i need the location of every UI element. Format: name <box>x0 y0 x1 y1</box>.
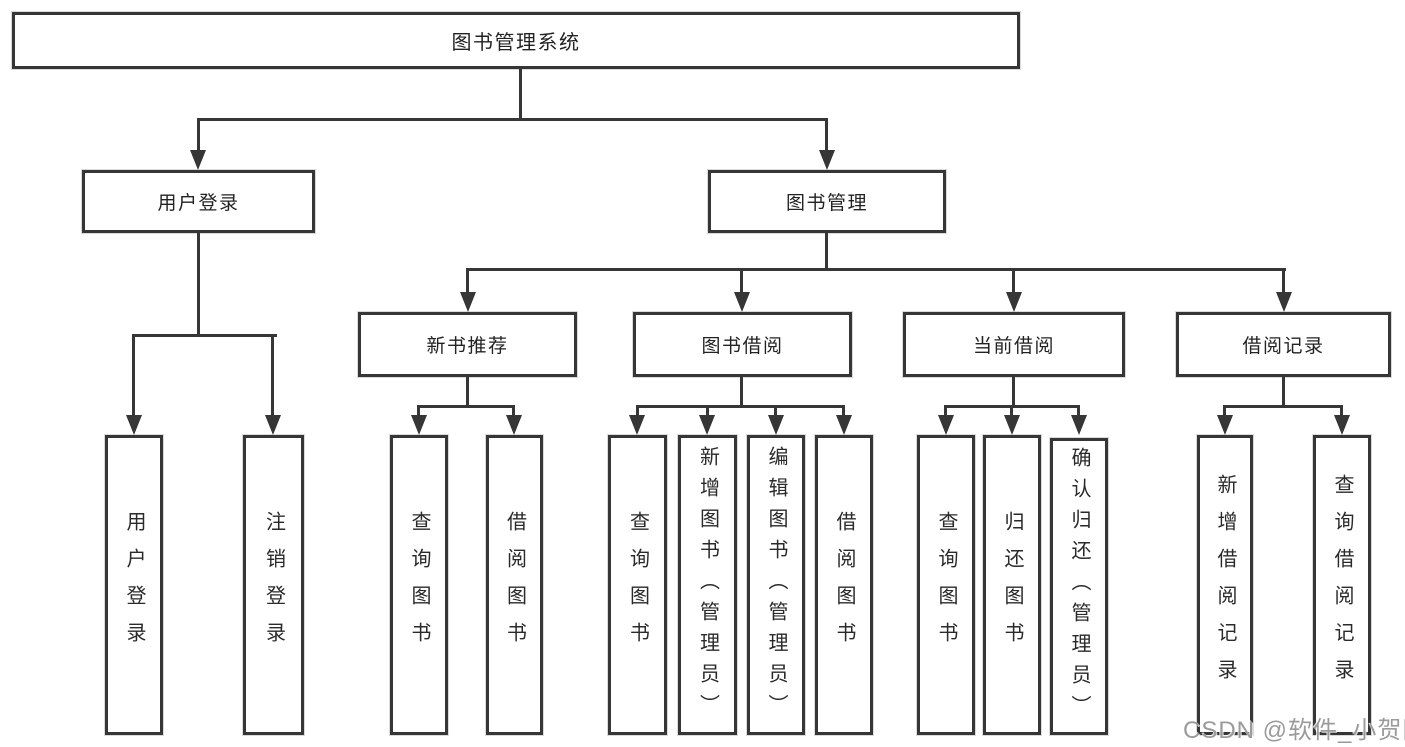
node-label: 当前借阅 <box>972 336 1055 357</box>
arrowhead-leaf <box>836 415 852 435</box>
connector-book-mgmt-hbar <box>466 268 1286 271</box>
arrowhead-book-mgmt <box>819 150 835 170</box>
arrowhead-book-borrow <box>734 292 750 312</box>
leaf-label: 新增图书（管理员） <box>696 445 719 725</box>
leaf-query-books-current: 查询图书 <box>917 435 975 735</box>
leaf-add-books-admin: 新增图书（管理员） <box>678 435 737 735</box>
node-borrowing-records: 借阅记录 <box>1176 312 1391 377</box>
arrowhead-leaf <box>1004 415 1020 435</box>
arrowhead-logout-leaf <box>265 415 281 435</box>
arrowhead-current-borrow <box>1006 292 1022 312</box>
leaf-label: 新增借阅记录 <box>1214 474 1236 696</box>
leaf-label: 查询图书 <box>626 511 649 659</box>
node-new-book-recommend: 新书推荐 <box>358 312 577 377</box>
leaf-label: 确认归还（管理员） <box>1068 447 1090 726</box>
leaf-label: 注销登录 <box>262 511 285 659</box>
arrowhead-borrow-records <box>1276 292 1292 312</box>
connector-leaf-stem <box>842 405 845 418</box>
leaf-logout: 注销登录 <box>243 435 304 735</box>
connector-leaf-stem <box>706 405 709 418</box>
leaf-user-login: 用户登录 <box>105 435 163 735</box>
arrowhead-leaf <box>1334 415 1350 435</box>
arrowhead-leaf <box>1217 415 1233 435</box>
leaf-add-borrow-record: 新增借阅记录 <box>1197 435 1253 735</box>
connector-new-book-rec-stem <box>466 377 469 407</box>
connector-book-mgmt-stem <box>825 233 828 271</box>
connector-leaf-stem <box>417 405 420 418</box>
node-label: 借阅记录 <box>1242 336 1325 357</box>
connector-to-logout-leaf <box>271 334 274 417</box>
node-book-management: 图书管理 <box>708 170 946 233</box>
connector-leaf-stem <box>944 405 947 418</box>
leaf-confirm-return-admin: 确认归还（管理员） <box>1050 438 1108 735</box>
arrowhead-leaf <box>506 415 522 435</box>
connector-user-login-stem <box>197 233 200 336</box>
node-label: 图书管理系统 <box>451 32 581 54</box>
arrowhead-leaf <box>1071 415 1087 435</box>
leaf-label: 查询图书 <box>935 511 957 659</box>
connector-leaf-stem <box>774 405 777 418</box>
connector-borrow-records-hbar <box>1223 405 1343 408</box>
arrowhead-leaf <box>938 415 954 435</box>
arrowhead-leaf <box>768 415 784 435</box>
leaf-label: 借阅图书 <box>833 511 855 659</box>
leaf-label: 归还图书 <box>1001 511 1023 659</box>
arrowhead-leaf <box>629 415 645 435</box>
connector-book-borrow-hbar <box>636 405 845 408</box>
connector-leaf-stem <box>1223 405 1226 418</box>
leaf-label: 查询借阅记录 <box>1331 474 1353 696</box>
connector-leaf-stem <box>636 405 639 418</box>
connector-leaf-stem <box>1340 405 1343 418</box>
leaf-return-books: 归还图书 <box>983 435 1041 735</box>
arrowhead-login-leaf <box>126 415 142 435</box>
connector-new-book-rec-hbar <box>417 405 515 408</box>
leaf-query-borrow-record: 查询借阅记录 <box>1313 435 1371 735</box>
node-label: 图书管理 <box>785 193 868 214</box>
leaf-borrow-books: 借阅图书 <box>815 435 873 735</box>
leaf-edit-books-admin: 编辑图书（管理员） <box>747 435 805 735</box>
connector-to-new-book-rec <box>466 268 469 296</box>
node-label: 新书推荐 <box>426 336 509 357</box>
connector-leaf-stem <box>1077 405 1080 418</box>
connector-to-login-leaf <box>132 334 135 417</box>
leaf-label: 编辑图书（管理员） <box>765 445 787 725</box>
csdn-watermark: CSDN @软件_小贺同学 <box>1183 717 1405 744</box>
arrowhead-new-book-rec <box>460 292 476 312</box>
connector-to-current-borrow <box>1012 268 1015 296</box>
leaf-label: 用户登录 <box>123 511 145 659</box>
node-user-login: 用户登录 <box>82 170 315 233</box>
leaf-label: 借阅图书 <box>503 511 526 659</box>
connector-root-stem <box>519 69 522 120</box>
connector-borrow-records-stem <box>1282 377 1285 407</box>
connector-current-borrow-stem <box>1012 377 1015 407</box>
arrowhead-user-login <box>190 150 206 170</box>
node-label: 图书借阅 <box>701 336 784 357</box>
connector-to-book-borrow <box>740 268 743 296</box>
connector-root-hbar <box>197 118 828 121</box>
node-root-library-management-system: 图书管理系统 <box>12 12 1020 69</box>
connector-to-book-mgmt <box>825 118 828 154</box>
connector-user-login-hbar <box>133 334 277 337</box>
connector-leaf-stem <box>512 405 515 418</box>
connector-leaf-stem <box>1010 405 1013 418</box>
arrowhead-leaf <box>699 415 715 435</box>
leaf-query-books-rec: 查询图书 <box>390 435 448 735</box>
leaf-label: 查询图书 <box>408 511 430 659</box>
node-book-borrowing: 图书借阅 <box>633 312 852 377</box>
leaf-query-books: 查询图书 <box>608 435 667 735</box>
leaf-borrow-books-rec: 借阅图书 <box>486 435 543 735</box>
connector-to-user-login <box>197 118 200 154</box>
arrowhead-leaf <box>411 415 427 435</box>
node-current-borrowing: 当前借阅 <box>903 312 1125 377</box>
connector-book-borrow-stem <box>740 377 743 407</box>
connector-to-borrow-records <box>1282 268 1285 296</box>
node-label: 用户登录 <box>157 193 240 214</box>
